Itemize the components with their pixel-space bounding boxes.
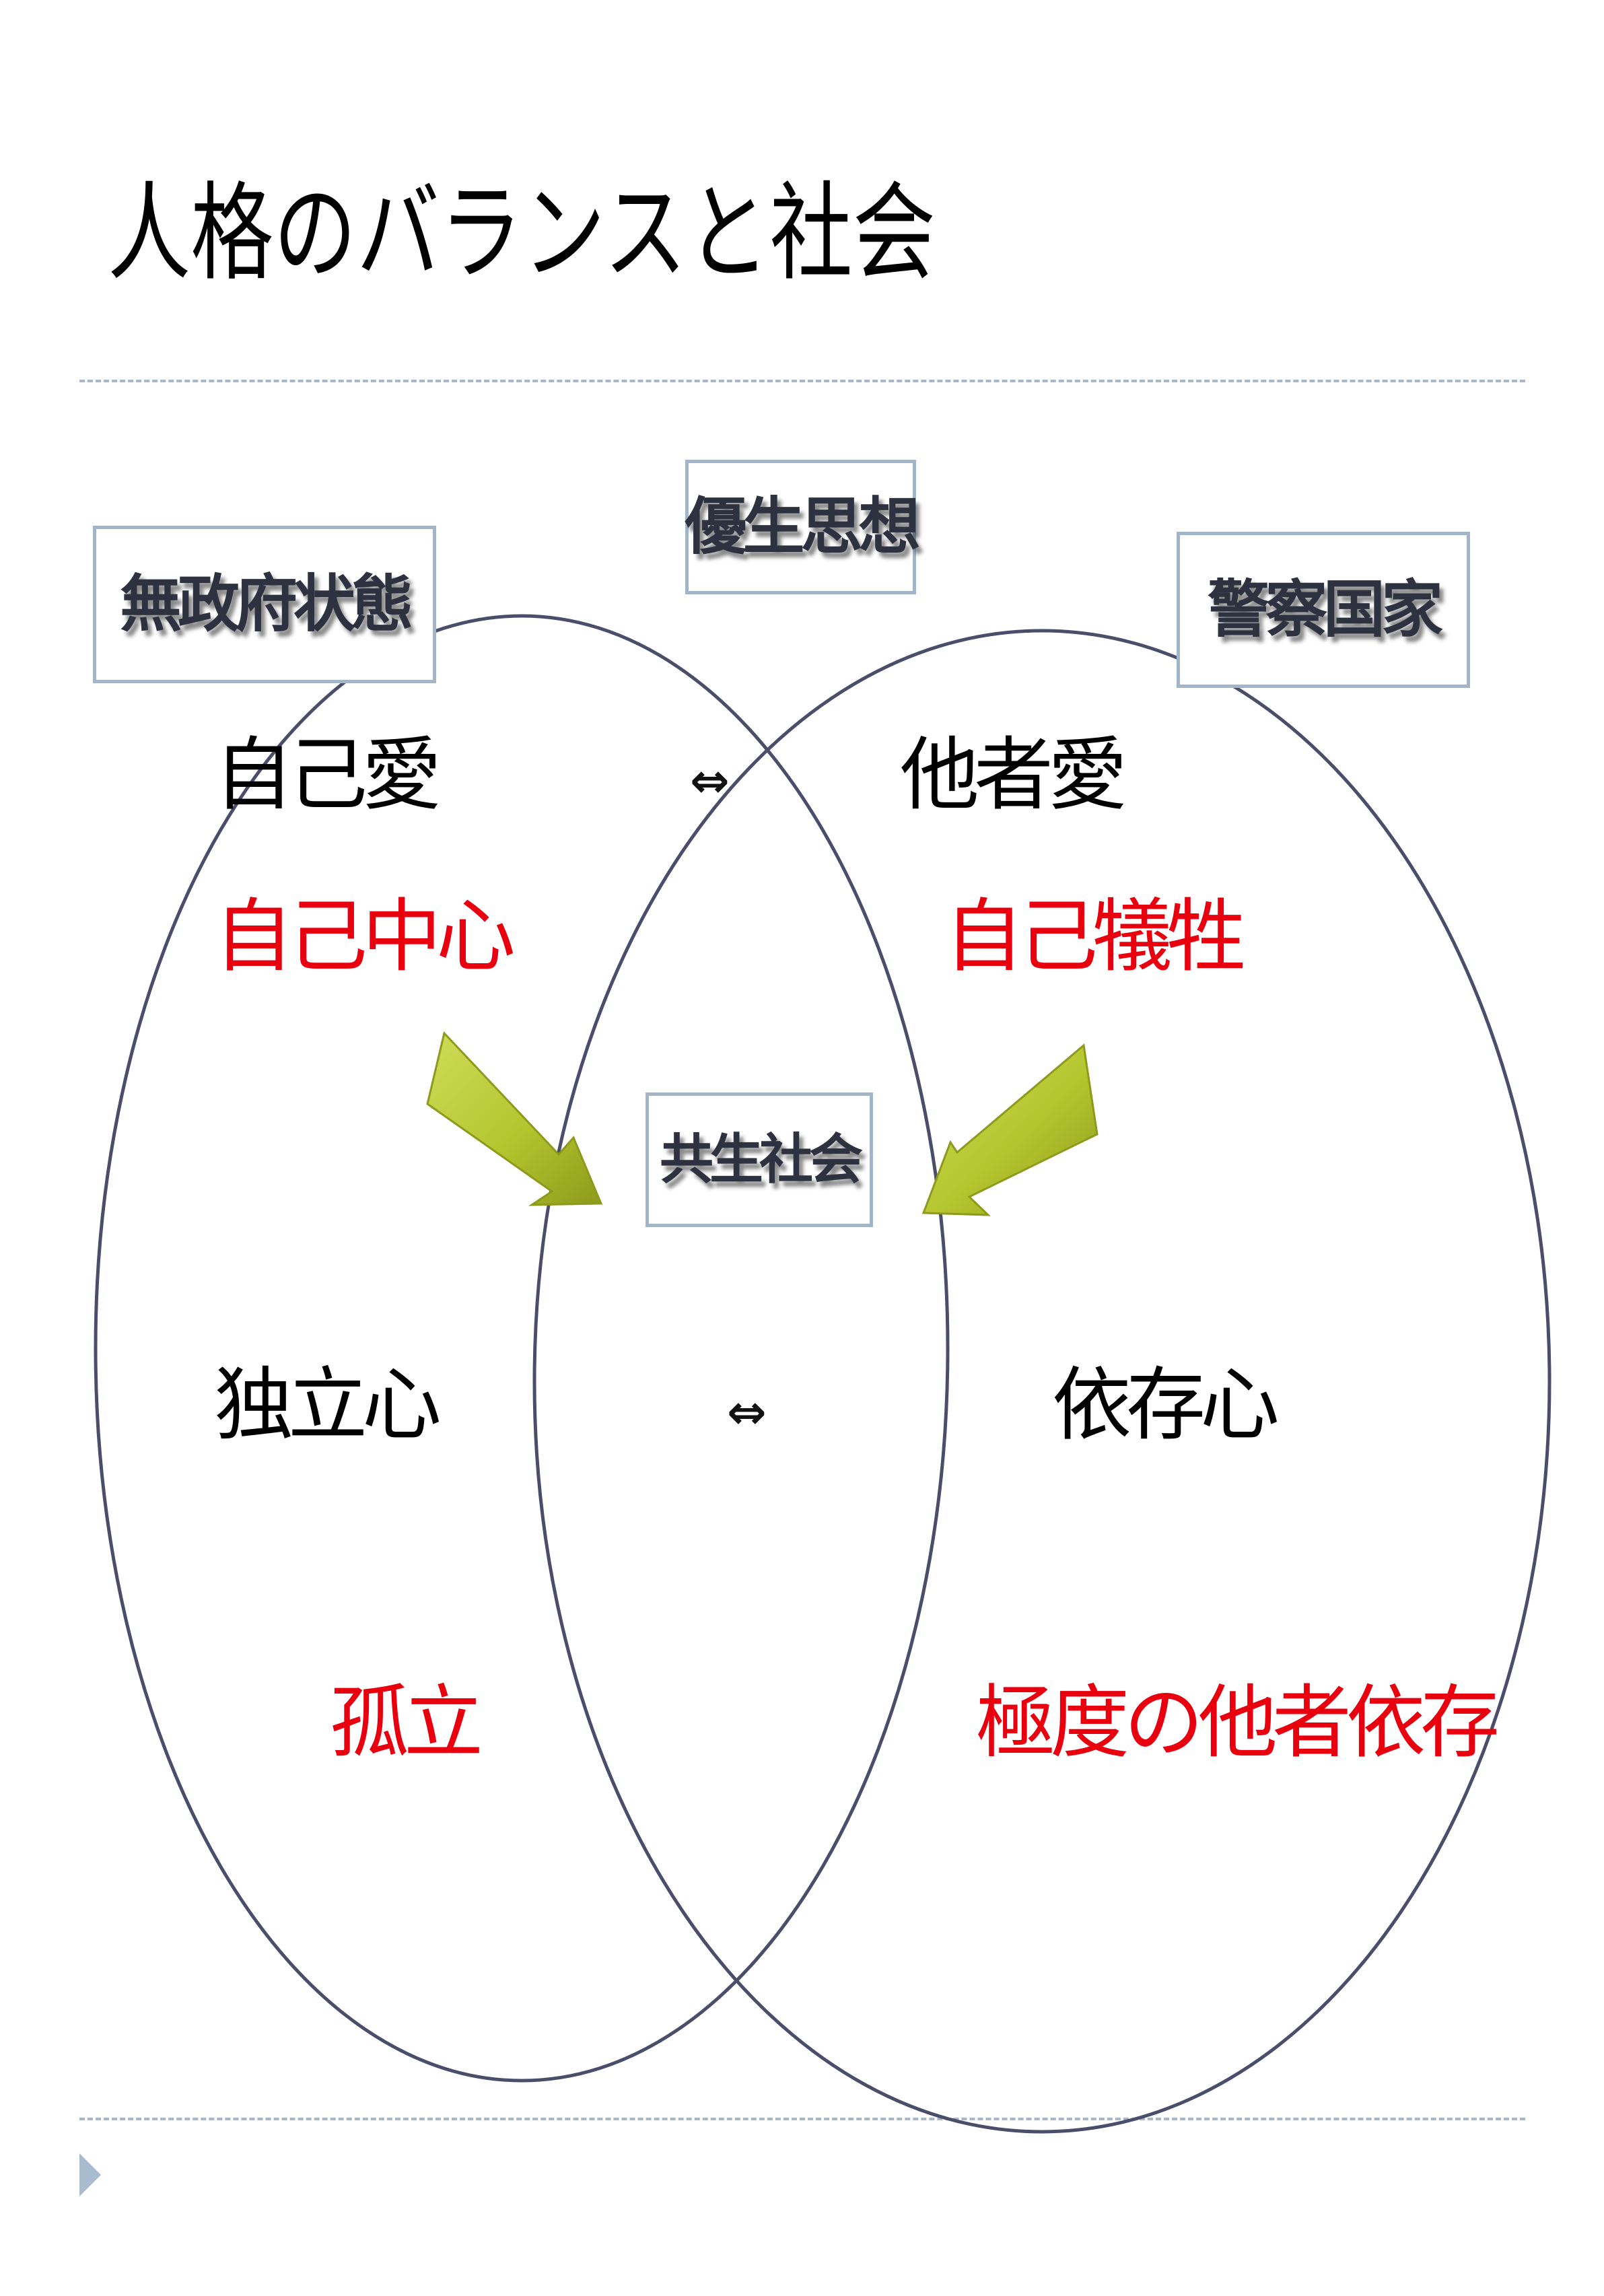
term-independence: 独立心: [214, 1358, 442, 1451]
right-arrow: [921, 1043, 1099, 1216]
box-anarchy-label: 無政府状態: [119, 568, 413, 640]
bottom-divider: [79, 2118, 1525, 2120]
page-title: 人格のバランスと社会: [108, 172, 936, 295]
term-extreme-dependence: 極度の他者依存: [976, 1676, 1500, 1769]
box-police-state-label: 警察国家: [1207, 573, 1443, 646]
term-self-sacrifice: 自己犠牲: [944, 890, 1246, 983]
top-divider: [79, 380, 1525, 382]
double-arrow-middle: ⇔: [727, 1385, 767, 1440]
right-circle: [532, 629, 1551, 2134]
bullet-triangle-icon: [79, 2153, 101, 2196]
term-dependence: 依存心: [1052, 1358, 1280, 1451]
box-eugenics: 優生思想: [685, 460, 921, 594]
term-self-centered: 自己中心: [214, 890, 516, 983]
term-isolation: 孤立: [330, 1676, 483, 1769]
term-self-love: 自己愛: [214, 728, 442, 821]
box-symbiotic-society: 共生社会: [646, 1092, 873, 1227]
left-circle: [94, 614, 950, 2083]
term-love-of-others: 他者愛: [900, 728, 1127, 821]
left-arrow: [426, 1031, 603, 1206]
box-anarchy: 無政府状態: [93, 526, 436, 683]
double-arrow-top: ⇔: [690, 753, 730, 808]
box-eugenics-label: 優生思想: [685, 491, 921, 563]
box-police-state: 警察国家: [1177, 532, 1470, 688]
box-symbiotic-society-label: 共生社会: [660, 1128, 863, 1191]
